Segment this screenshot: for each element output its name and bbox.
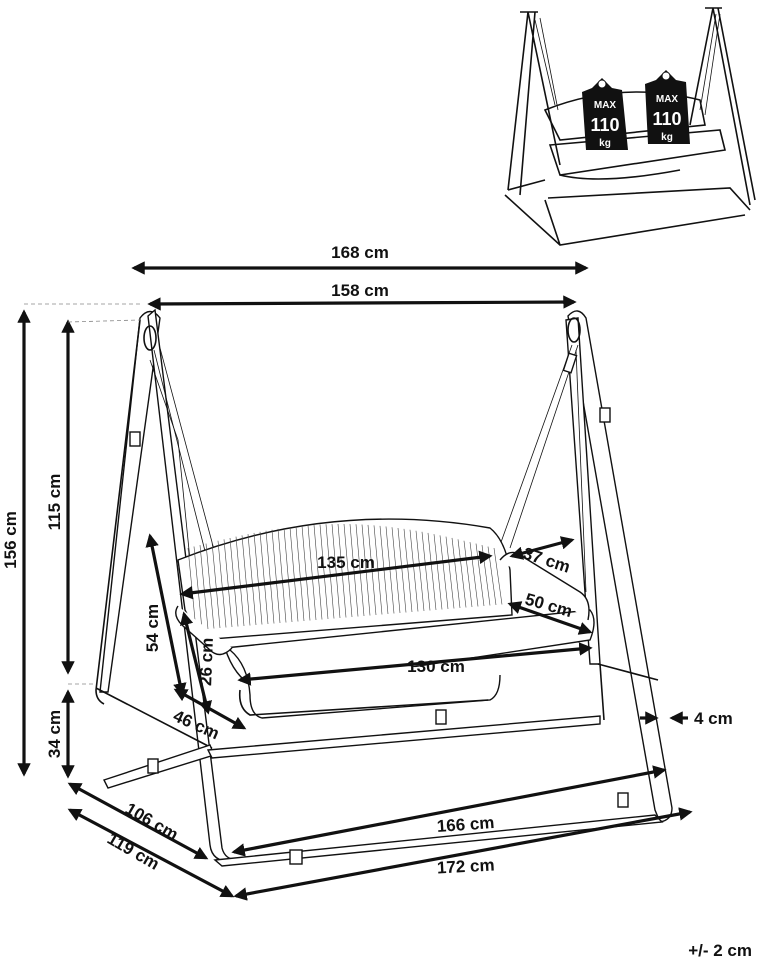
top-beam-arrow xyxy=(147,295,577,311)
thumbnail-swing: MAX 110 kg MAX 110 kg xyxy=(504,7,756,246)
weight-max-label: MAX xyxy=(656,94,679,105)
tube-diameter-label: 4 cm xyxy=(694,709,733,728)
armrest-height-label: 26 cm xyxy=(196,637,217,686)
seat-width-label: 135 cm xyxy=(317,553,375,572)
base-outer-depth-label: 119 cm xyxy=(104,829,163,874)
base-outer-width-arrow xyxy=(233,807,693,901)
weight-max-label: MAX xyxy=(594,100,617,111)
dimension-lines xyxy=(17,261,693,901)
weight-unit-label: kg xyxy=(661,132,673,143)
clearance-label: 34 cm xyxy=(45,710,64,758)
backrest-height-arrow xyxy=(145,533,187,697)
cushion-width-arrow xyxy=(237,642,593,686)
seat-width-arrow xyxy=(179,550,493,600)
overall-height-label: 156 cm xyxy=(1,511,20,569)
weight-icon: MAX 110 kg xyxy=(582,78,628,150)
side-depth-arrow xyxy=(173,688,247,730)
hanging-height-label: 115 cm xyxy=(45,474,64,531)
cushion-width-label: 130 cm xyxy=(407,657,465,676)
weight-unit-label: kg xyxy=(599,138,611,149)
backrest-height-label: 54 cm xyxy=(143,604,162,652)
armrest-length-arrow xyxy=(509,536,575,560)
overall-width-label: 168 cm xyxy=(331,243,389,262)
base-inner-width-label: 166 cm xyxy=(436,813,495,836)
base-outer-depth-arrow xyxy=(67,808,235,898)
base-inner-depth-label: 106 cm xyxy=(122,799,181,844)
weight-value-label: 110 xyxy=(652,109,681,129)
weight-value-label: 110 xyxy=(590,115,619,135)
seat-depth-arrow xyxy=(507,601,593,635)
weave-strand xyxy=(493,547,503,605)
weight-icon: MAX 110 kg xyxy=(645,70,690,144)
tolerance-note: +/- 2 cm xyxy=(688,941,752,960)
top-beam-width-label: 158 cm xyxy=(331,281,389,300)
base-outer-width-label: 172 cm xyxy=(436,856,495,878)
